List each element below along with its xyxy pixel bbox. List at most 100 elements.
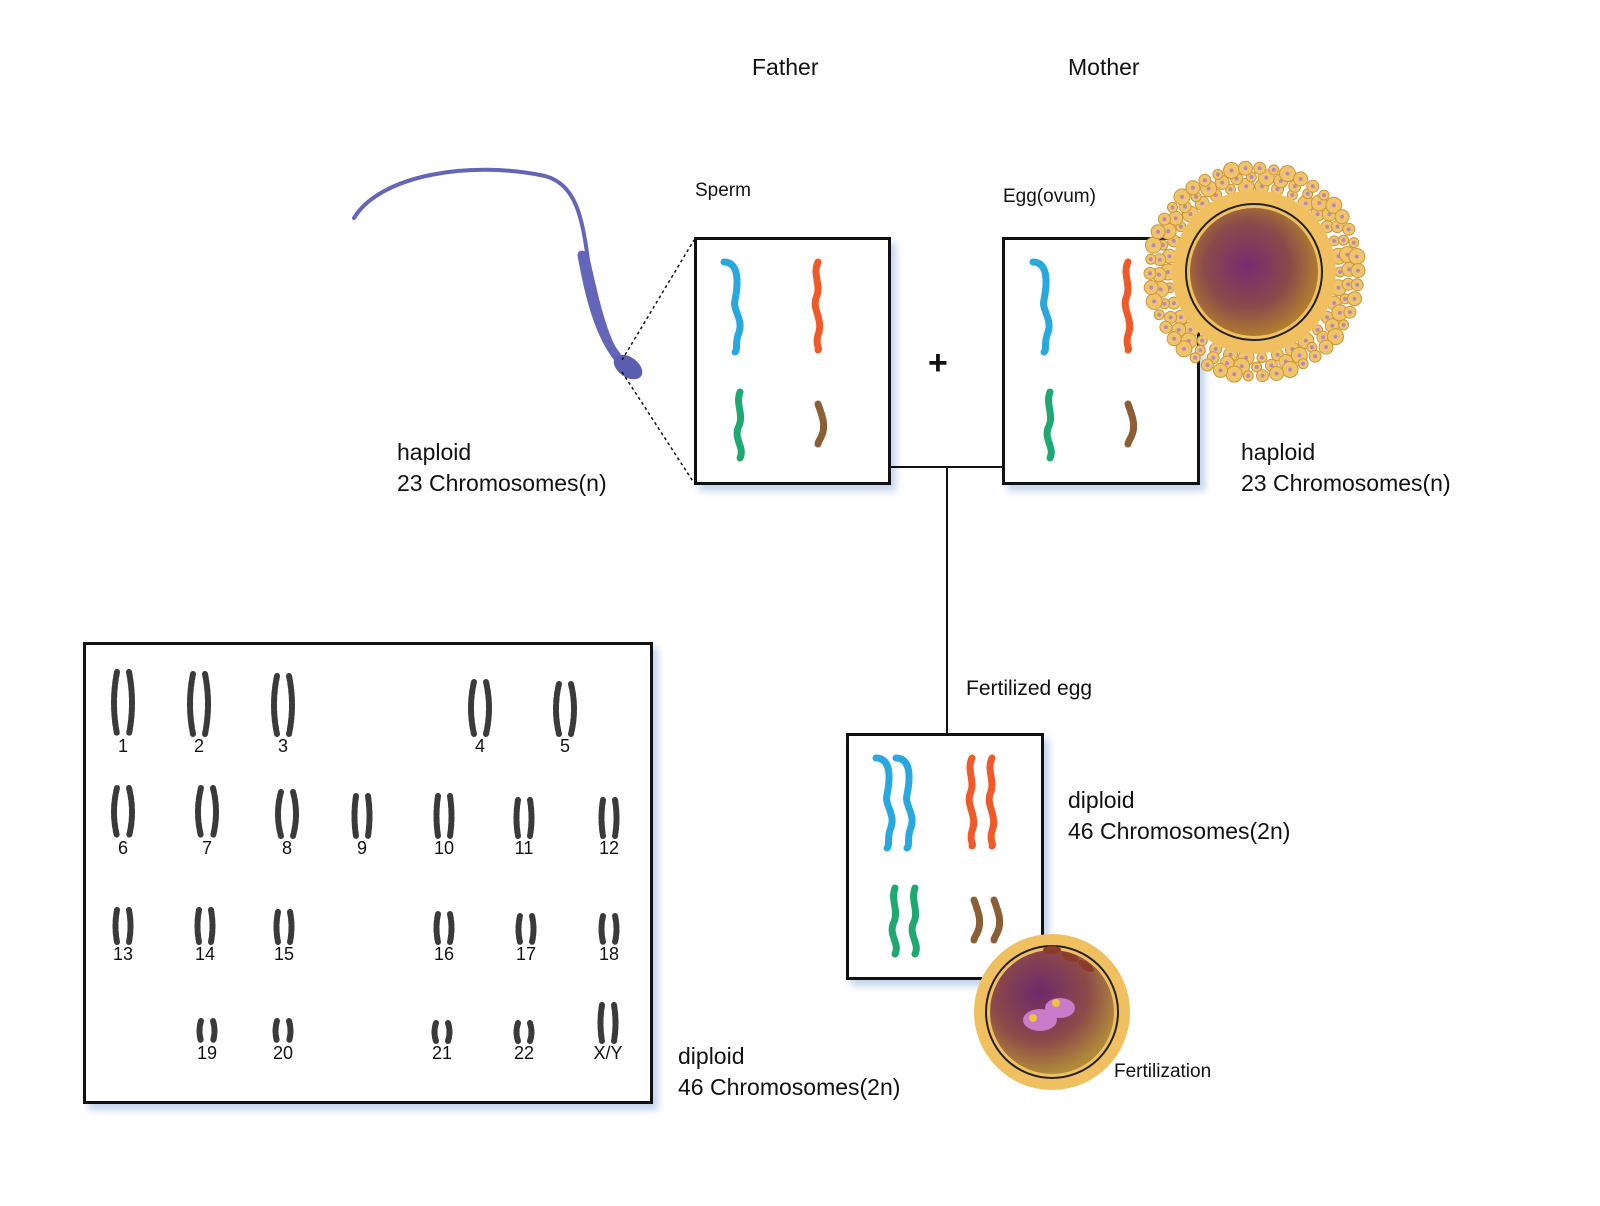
karyotype-chromosome bbox=[365, 793, 373, 839]
corona-cell-nucleus bbox=[1205, 363, 1210, 367]
karyotype-chromosome bbox=[612, 913, 620, 945]
corona-cell-nucleus bbox=[1200, 201, 1205, 206]
karyotype-chromosome bbox=[515, 913, 523, 945]
corona-cell-nucleus bbox=[1211, 355, 1216, 360]
corona-cell-nucleus bbox=[1285, 171, 1290, 176]
sperm-ploidy: haploid bbox=[397, 439, 472, 465]
karyotype-chromosome bbox=[273, 909, 281, 945]
corona-cell-nucleus bbox=[1178, 224, 1183, 229]
corona-cell-nucleus bbox=[1298, 177, 1303, 181]
corona-cell-nucleus bbox=[1346, 282, 1351, 287]
connector-down bbox=[946, 467, 948, 734]
corona-cell-nucleus bbox=[1180, 194, 1184, 199]
karyotype-chromosome bbox=[611, 1002, 619, 1044]
karyotype-chromosome bbox=[271, 673, 280, 737]
corona-cell-nucleus bbox=[1275, 187, 1280, 192]
corona-cell-nucleus bbox=[1168, 315, 1173, 320]
corona-cell-nucleus bbox=[1259, 355, 1264, 360]
karyotype-label: 4 bbox=[474, 736, 485, 756]
corona-cell-nucleus bbox=[1249, 175, 1254, 179]
corona-cell-nucleus bbox=[1176, 327, 1181, 332]
corona-cell-nucleus bbox=[1232, 372, 1237, 377]
fertilized-chromosomes bbox=[872, 754, 1004, 958]
karyotype-label: 18 bbox=[598, 944, 620, 964]
karyotype-chromosome bbox=[111, 785, 120, 839]
corona-cell-nucleus bbox=[1338, 270, 1342, 274]
corona-cell-nucleus bbox=[1274, 371, 1279, 376]
corona-cell-nucleus bbox=[1200, 338, 1205, 343]
karyotype-chromosome bbox=[568, 681, 577, 737]
karyotype-chromosome bbox=[598, 913, 606, 945]
corona-cell-nucleus bbox=[1290, 193, 1295, 197]
karyotype-label: 17 bbox=[515, 944, 537, 964]
corona-cell-nucleus bbox=[1190, 185, 1195, 190]
corona-cell-nucleus bbox=[1244, 184, 1249, 189]
corona-cell-nucleus bbox=[1215, 172, 1220, 177]
corona-cell-nucleus bbox=[1170, 205, 1175, 210]
corona-cell-nucleus bbox=[1324, 345, 1328, 350]
corona-cell-nucleus bbox=[1343, 296, 1348, 301]
corona-cell-nucleus bbox=[1330, 323, 1335, 328]
karyotype-chromosome bbox=[513, 1020, 521, 1044]
corona-cell-nucleus bbox=[1257, 166, 1262, 171]
corona-cell-nucleus bbox=[1162, 217, 1167, 222]
karyotype-chromosome bbox=[351, 793, 359, 839]
karyotype-count: 46 Chromosomes(2n) bbox=[678, 1074, 901, 1100]
karyotype-label: X/Y bbox=[593, 1043, 623, 1063]
corona-cell-nucleus bbox=[1332, 238, 1337, 243]
corona-cell-nucleus bbox=[1188, 327, 1193, 332]
karyotype-chromosome bbox=[483, 679, 492, 737]
corona-cell-nucleus bbox=[1220, 180, 1225, 185]
egg-chromosome-box bbox=[1002, 237, 1200, 485]
corona-cell-nucleus bbox=[1333, 334, 1338, 339]
corona-cell-nucleus bbox=[1315, 327, 1320, 332]
karyotype-chromosome bbox=[468, 679, 477, 737]
mother-header: Mother bbox=[1068, 54, 1140, 80]
corona-cell-nucleus bbox=[1193, 355, 1198, 360]
corona-cell-nucleus bbox=[1322, 193, 1326, 198]
karyotype-chromosome bbox=[126, 669, 135, 737]
corona-cell-nucleus bbox=[1354, 254, 1359, 259]
corona-cell-nucleus bbox=[1336, 285, 1341, 290]
karyotype-chromosome bbox=[210, 1018, 218, 1044]
karyotype-chromosome bbox=[111, 669, 120, 737]
corona-cell-nucleus bbox=[1315, 212, 1320, 217]
corona-cell-nucleus bbox=[1151, 243, 1156, 248]
karyotype-chromosome bbox=[286, 673, 295, 737]
sperm-count: 23 Chromosomes(n) bbox=[397, 470, 607, 496]
karyotype-label: 5 bbox=[559, 736, 570, 756]
corona-cell-nucleus bbox=[1341, 322, 1346, 327]
karyotype-chromosome bbox=[433, 911, 441, 945]
egg-count: 23 Chromosomes(n) bbox=[1241, 470, 1451, 496]
karyotype-chromosome bbox=[447, 793, 455, 839]
karyotype-chromosome bbox=[597, 1002, 605, 1044]
fertilized-egg-label: Fertilized egg bbox=[966, 677, 1093, 700]
corona-cell-nucleus bbox=[1335, 224, 1340, 229]
karyotype-chromosome bbox=[196, 1018, 204, 1044]
corona-cell-nucleus bbox=[1213, 347, 1218, 351]
corona-cell-nucleus bbox=[1337, 310, 1342, 315]
karyotype-chromosome bbox=[112, 907, 120, 945]
corona-cell-nucleus bbox=[1149, 285, 1154, 290]
corona-cell-nucleus bbox=[1239, 364, 1244, 369]
egg-label: Egg(ovum) bbox=[1003, 186, 1096, 207]
corona-cell-nucleus bbox=[1148, 271, 1152, 276]
karyotype-chromosome bbox=[275, 789, 284, 839]
corona-cell-nucleus bbox=[1313, 354, 1318, 359]
karyotype-chromosome bbox=[527, 797, 535, 839]
karyotype-chromosomes bbox=[111, 669, 620, 1044]
father-header: Father bbox=[752, 54, 819, 80]
karyotype-label: 1 bbox=[117, 736, 128, 756]
corona-cell-nucleus bbox=[1271, 167, 1276, 172]
corona-cell-nucleus bbox=[1331, 203, 1336, 208]
karyotype-chromosome bbox=[431, 1020, 439, 1044]
karyotype-label: 15 bbox=[273, 944, 295, 964]
karyotype-label: 13 bbox=[112, 944, 134, 964]
corona-cell-nucleus bbox=[1198, 348, 1203, 353]
corona-cell-nucleus bbox=[1182, 346, 1186, 351]
corona-cell-nucleus bbox=[1351, 240, 1356, 245]
corona-cell-nucleus bbox=[1157, 272, 1161, 277]
karyotype-chromosome bbox=[272, 1018, 280, 1044]
karyotype-chromosome bbox=[286, 1018, 294, 1044]
